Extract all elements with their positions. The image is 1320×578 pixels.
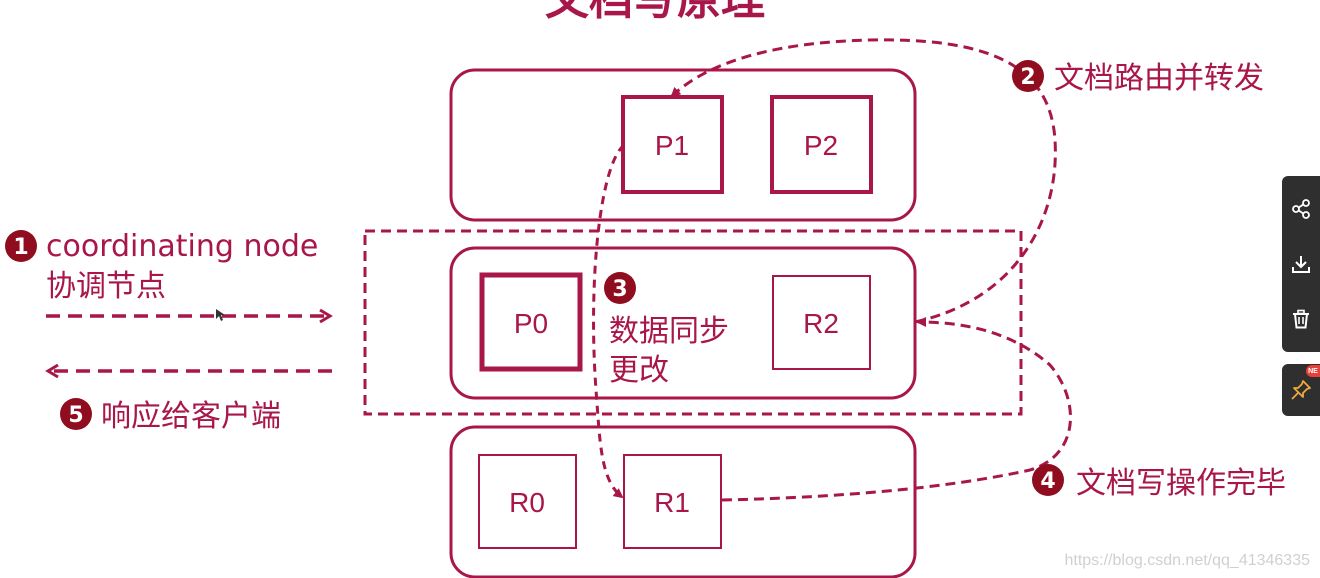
step-1-badge <box>5 230 37 262</box>
share-icon <box>1292 199 1310 220</box>
shard-r1 <box>623 454 722 549</box>
step-3-label-line2: 更改 <box>609 353 669 388</box>
step-5-number: 5 <box>68 403 83 428</box>
node-1 <box>449 68 917 222</box>
mouse-cursor-icon <box>216 309 225 321</box>
shard-r2-label: R2 <box>803 308 839 339</box>
shard-p0 <box>479 272 583 372</box>
step-2-label: 文档路由并转发 <box>1054 61 1264 96</box>
share-button[interactable] <box>1288 196 1314 222</box>
coordinating-node-highlight <box>363 229 1023 416</box>
side-toolbar <box>1282 176 1320 352</box>
node-2 <box>449 246 917 400</box>
shard-p2 <box>770 95 873 194</box>
new-badge: NE <box>1306 365 1320 377</box>
shard-r2 <box>772 275 871 370</box>
step-3-label-line1: 数据同步 <box>609 314 729 349</box>
step-1-label-zh: 协调节点 <box>46 269 166 304</box>
watermark: https://blog.csdn.net/qq_41346335 <box>1064 552 1310 569</box>
shard-p1-label: P1 <box>655 130 689 161</box>
shard-p0-label: P0 <box>514 308 548 339</box>
delete-icon <box>1293 309 1309 329</box>
delete-button[interactable] <box>1288 306 1314 332</box>
node-3 <box>449 425 917 578</box>
step-2-number: 2 <box>1020 65 1035 90</box>
step-5-label: 响应给客户端 <box>101 399 281 434</box>
route-arrow <box>670 38 1057 324</box>
download-icon <box>1292 255 1310 273</box>
sync-arrow <box>592 143 626 499</box>
shard-r0 <box>478 454 577 549</box>
step-5-badge <box>60 398 92 430</box>
step-4-label: 文档写操作完毕 <box>1076 466 1286 501</box>
shard-p2-label: P2 <box>804 130 838 161</box>
step-1-label-en: coordinating node <box>46 229 318 264</box>
shard-r1-label: R1 <box>654 487 690 518</box>
download-button[interactable] <box>1288 251 1314 277</box>
done-arrow <box>721 317 1072 502</box>
step-4-number: 4 <box>1040 469 1055 494</box>
page-title: 文档写原理 <box>545 0 765 25</box>
step-1-number: 1 <box>13 235 28 260</box>
step-3-number: 3 <box>612 277 627 302</box>
step-3-badge <box>604 272 636 304</box>
shard-r0-label: R0 <box>509 487 545 518</box>
step-4-badge <box>1032 464 1064 496</box>
pin-icon <box>1291 380 1311 400</box>
step-2-badge <box>1012 60 1044 92</box>
